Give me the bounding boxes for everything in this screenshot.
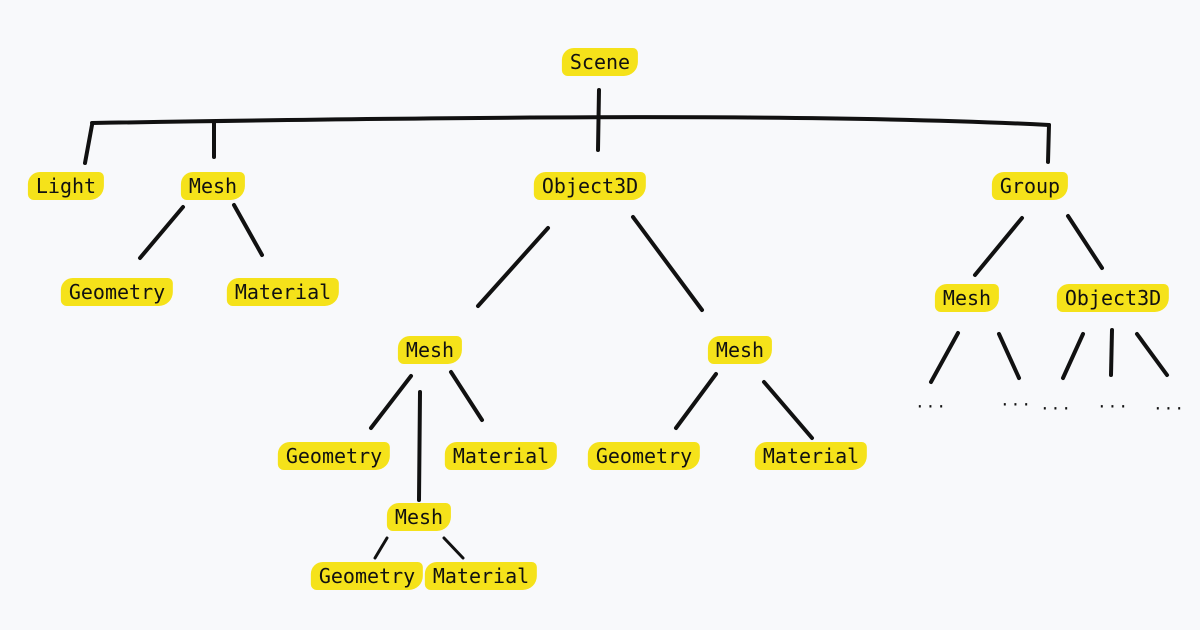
- connector-object3d-mesh-3: [631, 215, 704, 312]
- node-material: Material: [226, 278, 340, 306]
- connector-mesh-4-material: [442, 536, 465, 560]
- ellipsis: ...: [915, 392, 947, 412]
- connector-scene-stem: [596, 88, 601, 152]
- node-light: Light: [27, 172, 105, 200]
- connector-mesh-3-material: [762, 380, 814, 440]
- connector-mesh-1-geometry: [138, 205, 185, 260]
- connector-object3d-2-child-1: [1061, 332, 1085, 380]
- connector-top-bar: [90, 115, 1051, 127]
- node-group: Group: [991, 172, 1069, 200]
- node-object3d: Object3D: [533, 172, 647, 200]
- node-mesh: Mesh: [386, 503, 452, 531]
- node-geometry: Geometry: [310, 562, 424, 590]
- connector-mesh-2-mesh-4: [417, 390, 422, 502]
- node-mesh: Mesh: [707, 336, 773, 364]
- node-geometry: Geometry: [587, 442, 701, 470]
- connector-mesh-1-material: [232, 203, 264, 257]
- node-mesh: Mesh: [180, 172, 246, 200]
- node-material: Material: [424, 562, 538, 590]
- ellipsis: ...: [1153, 394, 1185, 414]
- node-material: Material: [754, 442, 868, 470]
- connector-object3d-2-child-3: [1135, 332, 1169, 377]
- node-mesh: Mesh: [934, 284, 1000, 312]
- connector-to-light: [83, 123, 94, 165]
- connector-mesh-2-geometry: [369, 374, 413, 430]
- connector-mesh-5-child-2: [997, 332, 1021, 380]
- node-mesh: Mesh: [397, 336, 463, 364]
- ellipsis: ...: [1000, 390, 1032, 410]
- connector-mesh-5-child-1: [929, 331, 960, 384]
- node-material: Material: [444, 442, 558, 470]
- node-scene: Scene: [561, 48, 639, 76]
- ellipsis: ...: [1040, 394, 1072, 414]
- node-geometry: Geometry: [60, 278, 174, 306]
- connector-group-object3d-2: [1066, 214, 1104, 270]
- connector-mesh-3-geometry: [674, 372, 718, 430]
- node-geometry: Geometry: [277, 442, 391, 470]
- ellipsis: ...: [1097, 392, 1129, 412]
- connector-group-mesh-5: [973, 216, 1024, 277]
- node-object3d: Object3D: [1056, 284, 1170, 312]
- connector-to-group: [1046, 123, 1051, 164]
- connector-object3d-mesh-2: [476, 226, 550, 308]
- connector-mesh-4-geometry: [373, 536, 389, 560]
- connector-object3d-2-child-2: [1109, 328, 1114, 377]
- connector-mesh-2-material: [449, 370, 484, 422]
